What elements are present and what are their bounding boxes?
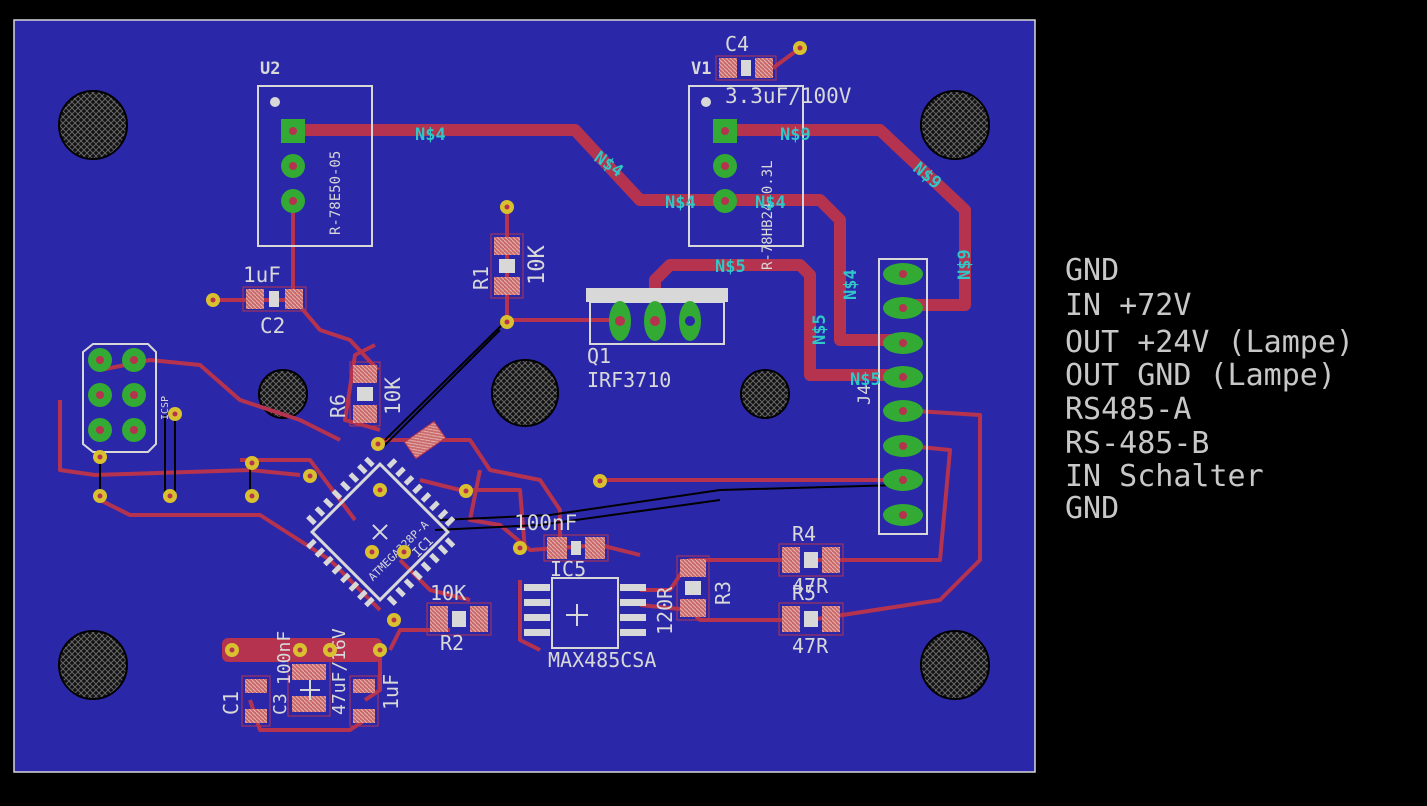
net-label-n4-c: N$4 [665, 193, 696, 213]
net-label-n5-b: N$5 [810, 314, 830, 345]
power-traces [287, 124, 971, 381]
c3-value: 100nF [274, 631, 295, 685]
c100n-value: 100nF [514, 511, 577, 535]
r6-value: 10K [381, 377, 405, 415]
j4-name: J4 [855, 385, 875, 405]
r3-value: 120R [653, 586, 677, 635]
net-labels: N$4 N$4 N$4 N$4 N$4 N$9 N$9 N$9 N$5 N$5 … [415, 125, 975, 390]
connector-label-3: OUT +24V (Lampe) [1065, 325, 1354, 360]
mounting-holes [58, 90, 990, 700]
c100n-capacitor: 100nF [513, 511, 609, 562]
r6-resistor: R6 10K [326, 361, 405, 427]
r4-resistor: R4 47R [778, 522, 844, 598]
vias [93, 407, 607, 657]
u1-regulator: V1 R-78HB24-0.3L [688, 59, 804, 270]
small-cap-ic [403, 420, 447, 460]
c1uf-value: 1uF [379, 674, 403, 710]
connector-label-4: OUT GND (Lampe) [1065, 358, 1336, 393]
c2-name: C2 [260, 314, 285, 338]
ic5-value: MAX485CSA [548, 648, 656, 672]
r2-value: 10K [430, 581, 466, 605]
u2-value: R-78E50-05 [328, 151, 344, 235]
c1-name: C1 [219, 691, 243, 715]
q1-value: IRF3710 [587, 368, 671, 392]
c6-value: 47uF/16V [329, 628, 350, 715]
r5-name: R5 [792, 581, 816, 605]
net-label-n5-c: N$5 [850, 370, 881, 390]
connector-label-5: RS485-A [1065, 392, 1191, 427]
r1-name: R1 [469, 266, 493, 290]
icsp-header: ICSP [82, 343, 171, 453]
r5-value: 47R [792, 634, 829, 658]
u2-name: U2 [260, 59, 280, 79]
r2-name: R2 [440, 631, 464, 655]
icsp-name: ICSP [160, 396, 171, 420]
c4-name: C4 [725, 32, 749, 56]
r1-resistor: R1 10K [469, 200, 550, 329]
r1-value: 10K [525, 245, 550, 285]
r5-resistor: R5 47R [778, 581, 844, 658]
net-label-n4-e: N$4 [841, 269, 861, 300]
net-label-n4-a: N$4 [415, 125, 446, 145]
max485-ic: IC5 MAX485CSA [524, 557, 656, 672]
net-label-n5-a: N$5 [715, 257, 746, 277]
net-label-n9-a: N$9 [780, 125, 811, 145]
c2-capacitor: 1uF C2 [206, 263, 307, 338]
connector-label-8: GND [1065, 491, 1119, 526]
connector-labels: GND IN +72V OUT +24V (Lampe) OUT GND (La… [1065, 253, 1354, 526]
c3-name: C3 [270, 693, 291, 715]
r6-name: R6 [326, 394, 350, 418]
r3-name: R3 [711, 581, 735, 605]
net-label-n4-d: N$4 [755, 193, 786, 213]
r4-value: 47R [792, 574, 829, 598]
connector-label-7: IN Schalter [1065, 459, 1264, 494]
u1-value: R-78HB24-0.3L [760, 160, 776, 270]
q1-mosfet: Q1 IRF3710 [586, 288, 728, 392]
q1-name: Q1 [587, 344, 611, 368]
connector-label-6: RS-485-B [1065, 426, 1210, 461]
u1-name: V1 [691, 59, 711, 79]
c2-value: 1uF [243, 263, 281, 287]
c4-capacitor: C4 3.3uF/100V [715, 32, 852, 108]
r4-name: R4 [792, 522, 816, 546]
connector-label-1: GND [1065, 253, 1119, 288]
net-label-n9-c: N$9 [955, 249, 975, 280]
ic5-name: IC5 [550, 557, 586, 581]
r2-resistor: 10K R2 [426, 581, 492, 655]
c4-value: 3.3uF/100V [725, 84, 852, 108]
connector-label-2: IN +72V [1065, 288, 1191, 323]
j4-connector: J4 [855, 258, 928, 535]
r3-resistor: 120R R3 [653, 555, 735, 635]
u2-regulator: U2 R-78E50-05 [257, 59, 373, 247]
